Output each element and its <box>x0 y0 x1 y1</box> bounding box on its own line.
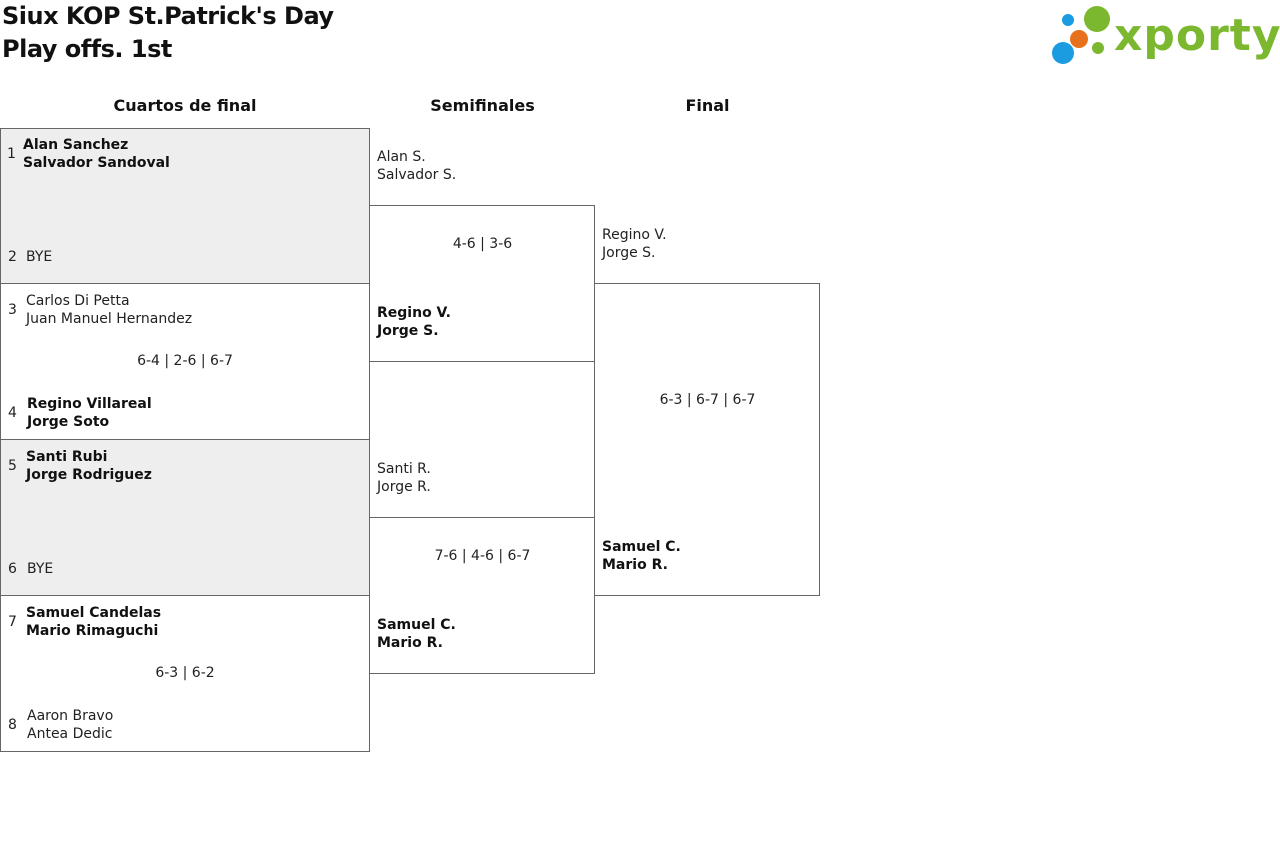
player-name: Mario Rimaguchi <box>26 623 159 639</box>
logo-dot-orange <box>1070 30 1088 48</box>
round-heading-quarterfinals: Cuartos de final <box>113 96 257 115</box>
player-name: Regino V. <box>602 227 667 243</box>
final-match[interactable] <box>594 283 820 596</box>
player-name: Jorge S. <box>377 323 439 339</box>
qf-match-3[interactable] <box>0 439 370 596</box>
qf2-team-b: Regino Villareal Jorge Soto <box>27 395 152 431</box>
player-name: Regino V. <box>377 305 451 321</box>
qf2-team-a: Carlos Di Petta Juan Manuel Hernandez <box>26 292 192 328</box>
sf1-team-b: Regino V. Jorge S. <box>377 304 451 340</box>
player-name: Samuel C. <box>602 539 681 555</box>
qf3-team-b: BYE <box>27 560 53 578</box>
logo-dot-green <box>1084 6 1110 32</box>
player-name: BYE <box>27 561 54 577</box>
seed-number: 5 <box>8 458 17 474</box>
seed-number: 7 <box>8 614 17 630</box>
tournament-title: Siux KOP St.Patrick's Day <box>2 2 334 30</box>
qf1-team-a: Alan Sanchez Salvador Sandoval <box>23 136 170 172</box>
seed-number: 1 <box>7 146 16 162</box>
player-name: Mario R. <box>377 635 443 651</box>
seed-number: 2 <box>8 249 17 265</box>
seed-number: 8 <box>8 717 17 733</box>
match-score: 6-3 | 6-7 | 6-7 <box>659 392 756 408</box>
player-name: Juan Manuel Hernandez <box>26 311 193 327</box>
final-team-a: Regino V. Jorge S. <box>602 226 667 262</box>
player-name: Jorge R. <box>377 479 431 495</box>
sf2-team-b: Samuel C. Mario R. <box>377 616 456 652</box>
logo-dot-green-small <box>1092 42 1104 54</box>
match-score: 4-6 | 3-6 <box>452 236 513 252</box>
xporty-logo[interactable]: xporty <box>1052 4 1280 68</box>
player-name: Santi R. <box>377 461 431 477</box>
player-name: Jorge Soto <box>27 414 110 430</box>
player-name: Carlos Di Petta <box>26 293 130 309</box>
player-name: Samuel C. <box>377 617 456 633</box>
match-score: 6-3 | 6-2 <box>155 665 215 681</box>
seed-number: 6 <box>8 561 17 577</box>
seed-number: 4 <box>8 405 17 421</box>
player-name: Salvador Sandoval <box>23 155 170 171</box>
sf2-team-a: Santi R. Jorge R. <box>377 460 431 496</box>
logo-dot-blue-small <box>1062 14 1074 26</box>
round-heading-semifinals: Semifinales <box>430 96 535 115</box>
player-name: Santi Rubi <box>26 449 108 465</box>
player-name: Regino Villareal <box>27 396 152 412</box>
player-name: Samuel Candelas <box>26 605 162 621</box>
player-name: Salvador S. <box>377 167 457 183</box>
qf4-team-a: Samuel Candelas Mario Rimaguchi <box>26 604 161 640</box>
qf1-team-b: BYE <box>26 248 52 266</box>
player-name: Alan S. <box>377 149 426 165</box>
match-score: 6-4 | 2-6 | 6-7 <box>137 353 233 369</box>
player-name: BYE <box>26 249 53 265</box>
match-score: 7-6 | 4-6 | 6-7 <box>434 548 531 564</box>
qf-match-1[interactable] <box>0 128 370 284</box>
sf1-team-a: Alan S. Salvador S. <box>377 148 456 184</box>
seed-number: 3 <box>8 302 17 318</box>
player-name: Antea Dedic <box>27 726 113 742</box>
player-name: Aaron Bravo <box>27 708 114 724</box>
player-name: Jorge Rodriguez <box>26 467 152 483</box>
round-heading-final: Final <box>685 96 730 115</box>
tournament-subtitle: Play offs. 1st <box>2 35 172 63</box>
logo-wordmark: xporty <box>1114 10 1280 61</box>
player-name: Alan Sanchez <box>23 137 129 153</box>
qf4-team-b: Aaron Bravo Antea Dedic <box>27 707 113 743</box>
logo-dot-blue-large <box>1052 42 1074 64</box>
final-team-b: Samuel C. Mario R. <box>602 538 681 574</box>
player-name: Jorge S. <box>602 245 656 261</box>
player-name: Mario R. <box>602 557 668 573</box>
qf3-team-a: Santi Rubi Jorge Rodriguez <box>26 448 152 484</box>
